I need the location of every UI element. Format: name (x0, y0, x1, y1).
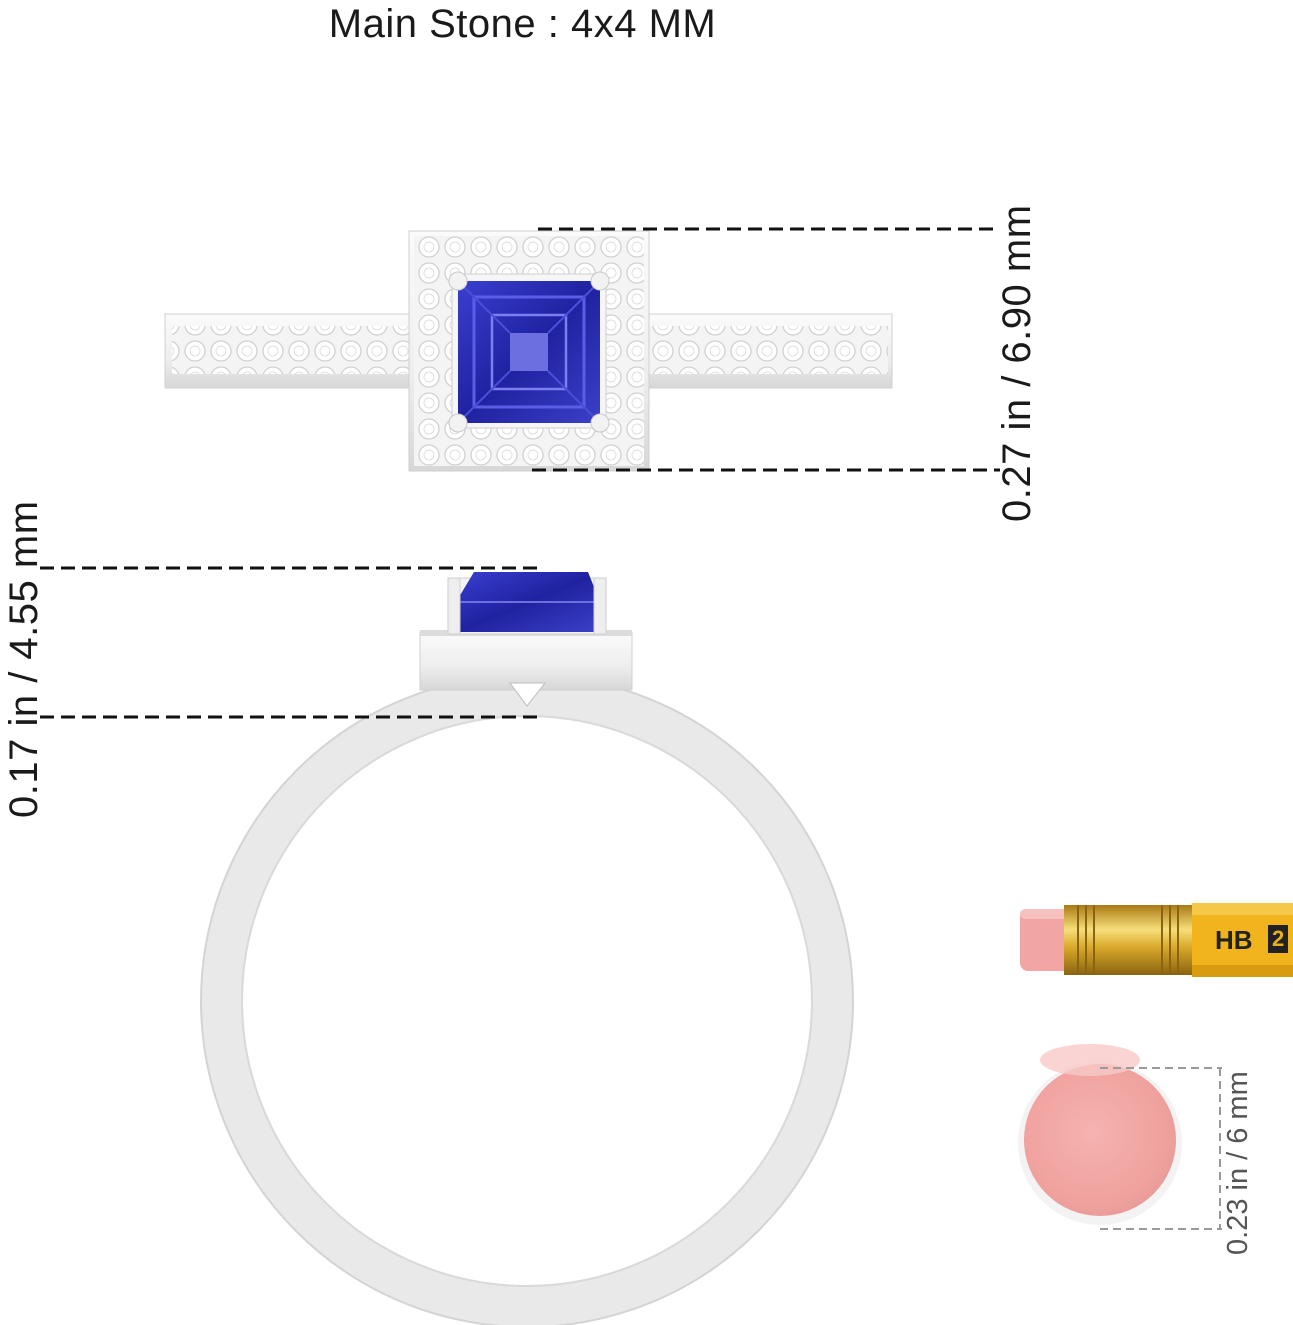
width-dimension-lines (532, 227, 1000, 472)
pencil-number-text: 2 (1268, 925, 1289, 953)
eraser-diameter-label: 0.23 in / 6 mm (1222, 1071, 1254, 1255)
main-stone-title: Main Stone : 4x4 MM (328, 2, 717, 46)
ring-side-view (200, 572, 854, 1325)
ring-shank (201, 675, 853, 1325)
eraser-dimension-lines (1100, 1067, 1222, 1230)
ring-top-view (164, 230, 893, 472)
eraser-circle (1024, 1064, 1176, 1216)
ring-width-label: 0.27 in / 6.90 mm (995, 204, 1039, 522)
setting-height-label: 0.17 in / 4.55 mm (2, 500, 46, 818)
pencil-ferrule (1064, 905, 1192, 975)
pencil-grade-text: HB (1215, 925, 1253, 955)
eraser-end (1018, 1044, 1182, 1225)
setting-base (419, 631, 633, 691)
pencil-eraser (1020, 909, 1072, 971)
